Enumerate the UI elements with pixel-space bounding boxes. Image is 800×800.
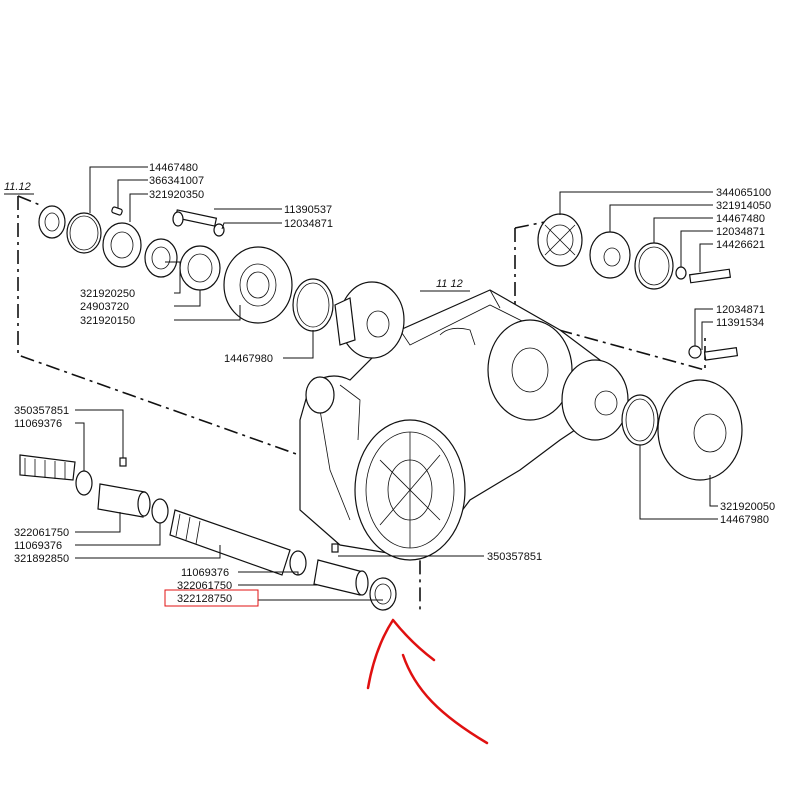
left-shaft-group [19,454,397,611]
needle-bearing-322061750-b [313,559,364,596]
label-322128750[interactable]: 322128750 [177,593,232,605]
washer-12034871-right [675,266,687,280]
washer-12034871 [213,223,225,237]
top-center-bolt [172,209,225,237]
label-11390537: 11390537 [284,204,332,216]
circlip-11069376-b [151,498,169,524]
reference-mark-left: 11.12 [4,181,31,193]
seal-ring-small [38,205,66,239]
grease-nipple-350357851 [119,457,127,467]
label-11391534: 11391534 [716,317,764,329]
label-350357851: 350357851 [14,405,69,417]
label-321914050: 321914050 [716,200,771,212]
label-321892850: 321892850 [14,553,69,565]
o-ring-14467980-right [621,394,659,446]
highlight-box [164,589,259,607]
label-12034871-right: 12034871 [716,226,765,238]
spacer-321920250 [144,238,178,278]
label-11069376-bottom: 11069376 [14,540,62,552]
bearing-24903720 [179,245,221,291]
label-12034871-bolt: 12034871 [716,304,765,316]
label-14467980: 14467980 [224,353,273,365]
splined-shaft-left [19,454,76,481]
flange-321920150 [223,246,293,324]
seal-322128750 [369,577,397,611]
red-pointer-arrow [366,618,489,745]
label-14426621: 14426621 [716,239,765,251]
o-ring-14467480-right [634,242,674,290]
top-right-parts [537,213,732,290]
label-322061750-center: 322061750 [177,580,232,592]
circlip-11069376-a [75,470,93,496]
needle-bearing-322061750 [97,483,146,518]
right-flange-group [561,359,743,481]
circlip-11069376-c [289,550,307,576]
part-number-labels: 14467480 366341007 321920350 11390537 12… [14,162,775,607]
label-11069376-center: 11069376 [181,567,229,579]
bearing-cup-321920350 [102,222,142,268]
label-12034871: 12034871 [284,218,333,230]
label-14467980-right: 14467980 [720,514,769,526]
o-ring-14467480 [66,212,102,254]
top-left-parts [38,205,405,359]
label-350357851-right: 350357851 [487,551,542,563]
grease-nipple-right [331,543,339,553]
label-321920250: 321920250 [80,288,135,300]
reference-mark-center: 11 12 [436,278,463,290]
label-14467480-right: 14467480 [716,213,765,225]
label-14467480: 14467480 [149,162,198,174]
label-344065100: 344065100 [716,187,771,199]
label-321920150: 321920150 [80,315,135,327]
cover-321920050 [657,379,743,481]
label-11069376-top: 11069376 [14,418,62,430]
hub-321914050 [589,231,631,279]
label-24903720: 24903720 [80,301,129,313]
label-322061750: 322061750 [14,527,69,539]
leader-lines [75,166,718,601]
label-321920350: 321920350 [149,189,204,201]
key-366341007 [111,206,123,216]
bolt-14426621 [688,268,732,284]
o-ring-14467980 [292,278,334,332]
right-bolt [688,345,739,361]
label-321920050: 321920050 [720,501,775,513]
shaft-321892850 [169,509,291,576]
label-366341007: 366341007 [149,175,204,187]
